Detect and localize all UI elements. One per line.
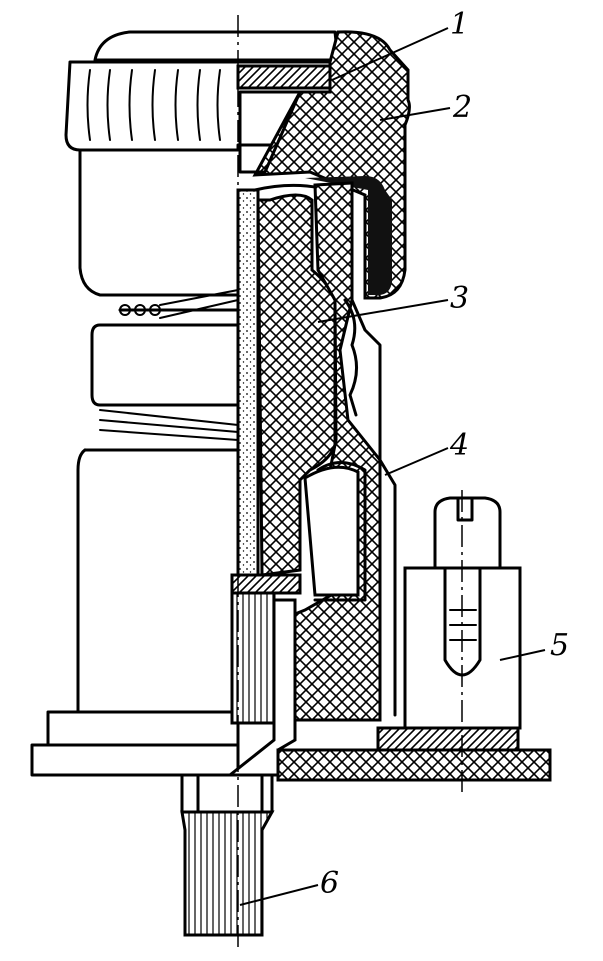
callout-labels: 1 2 3 4 5 6 <box>320 7 569 901</box>
callout-1: 1 <box>450 7 469 42</box>
body-exterior <box>30 289 240 777</box>
leader-5 <box>499 649 546 661</box>
leader-3 <box>317 299 449 323</box>
leader-2 <box>379 107 451 121</box>
leader-1 <box>331 27 449 81</box>
cap-insulating-body <box>252 30 411 300</box>
housing-right <box>278 181 397 722</box>
leader-4 <box>384 447 449 476</box>
contact-pin <box>180 773 275 937</box>
top-contact-plate <box>236 64 332 174</box>
callout-4: 4 <box>449 428 469 463</box>
callout-3: 3 <box>450 281 469 316</box>
lower-contact-assembly <box>225 591 297 777</box>
callout-6: 6 <box>320 866 339 901</box>
axis-lines <box>237 15 463 950</box>
leader-6 <box>239 884 319 906</box>
callout-5: 5 <box>550 628 569 663</box>
callout-2: 2 <box>452 90 472 125</box>
callout-leaders <box>239 27 546 906</box>
base-plate <box>276 726 552 782</box>
